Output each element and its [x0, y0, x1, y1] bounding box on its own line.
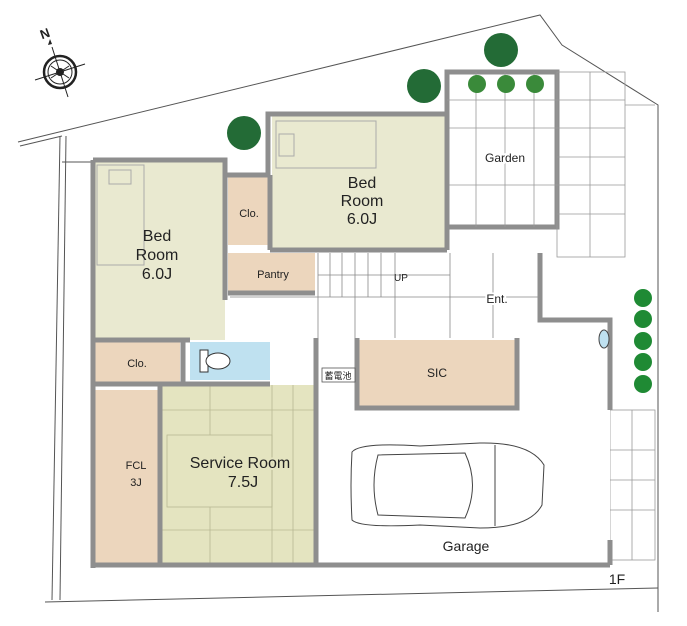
shrub-icon [634, 332, 652, 350]
shrub-icon [634, 375, 652, 393]
storage-battery-tag [321, 367, 356, 383]
compass-north-label: N [38, 25, 52, 42]
bed-room-north-floor [272, 114, 447, 250]
tree-icon [407, 69, 441, 103]
shrub-icon [526, 75, 544, 93]
closet-lower-label: Clo. [127, 358, 147, 370]
bed-room-north-label: Bed [348, 175, 376, 192]
bed-furniture [96, 120, 377, 266]
storage-battery-label: 蓄電池 [324, 370, 351, 381]
tree-icon [227, 116, 261, 150]
trees [227, 33, 544, 150]
service-room-label: Service Room [190, 455, 290, 472]
entrance-label: Ent. [486, 292, 507, 306]
tree-icon [484, 33, 518, 67]
sic-floor-top [357, 340, 517, 408]
garden-area [444, 69, 560, 230]
closet-upper-label: Clo. [239, 208, 259, 220]
pantry-floor-top [228, 253, 315, 292]
closet-lower-floor [93, 342, 180, 382]
shrub-icon [468, 75, 486, 93]
shrub-icon [634, 353, 652, 371]
walls [90, 111, 613, 568]
shrub-icon [634, 289, 652, 307]
pantry-label: Pantry [257, 269, 289, 281]
fcl-floor [93, 390, 160, 565]
shrub-icon [634, 310, 652, 328]
garden-label: Garden [485, 151, 525, 165]
sic-label: SIC [427, 366, 447, 380]
stairs-up-label: UP [394, 273, 408, 284]
hedge [634, 289, 652, 393]
fcl-label: FCL [126, 460, 147, 472]
service-room-floor [162, 385, 315, 565]
site-boundary [17, 14, 659, 612]
outdoor-tiles [556, 71, 656, 561]
bed-room-west-label-2: Room [136, 247, 179, 264]
shrub-icon [497, 75, 515, 93]
toilet-icon [199, 349, 231, 373]
hall-tiles [230, 253, 540, 338]
tatami-grid [162, 385, 315, 565]
bed-room-north-label-2: Room [341, 193, 384, 210]
car-outline [350, 442, 545, 529]
bed-room-west-size: 6.0J [142, 266, 172, 283]
outdoor-sink-icon [598, 329, 610, 349]
bed-room-west-label: Bed [143, 228, 171, 245]
compass-icon [34, 39, 86, 98]
bed-room-west-floor [93, 160, 225, 340]
bed-room-north-size: 6.0J [347, 211, 377, 228]
service-room-size: 7.5J [228, 474, 258, 491]
closet-upper-floor [228, 175, 268, 245]
garage-label: Garage [443, 538, 490, 554]
fcl-size: 3J [130, 477, 142, 489]
floor-label: 1F [609, 571, 625, 587]
